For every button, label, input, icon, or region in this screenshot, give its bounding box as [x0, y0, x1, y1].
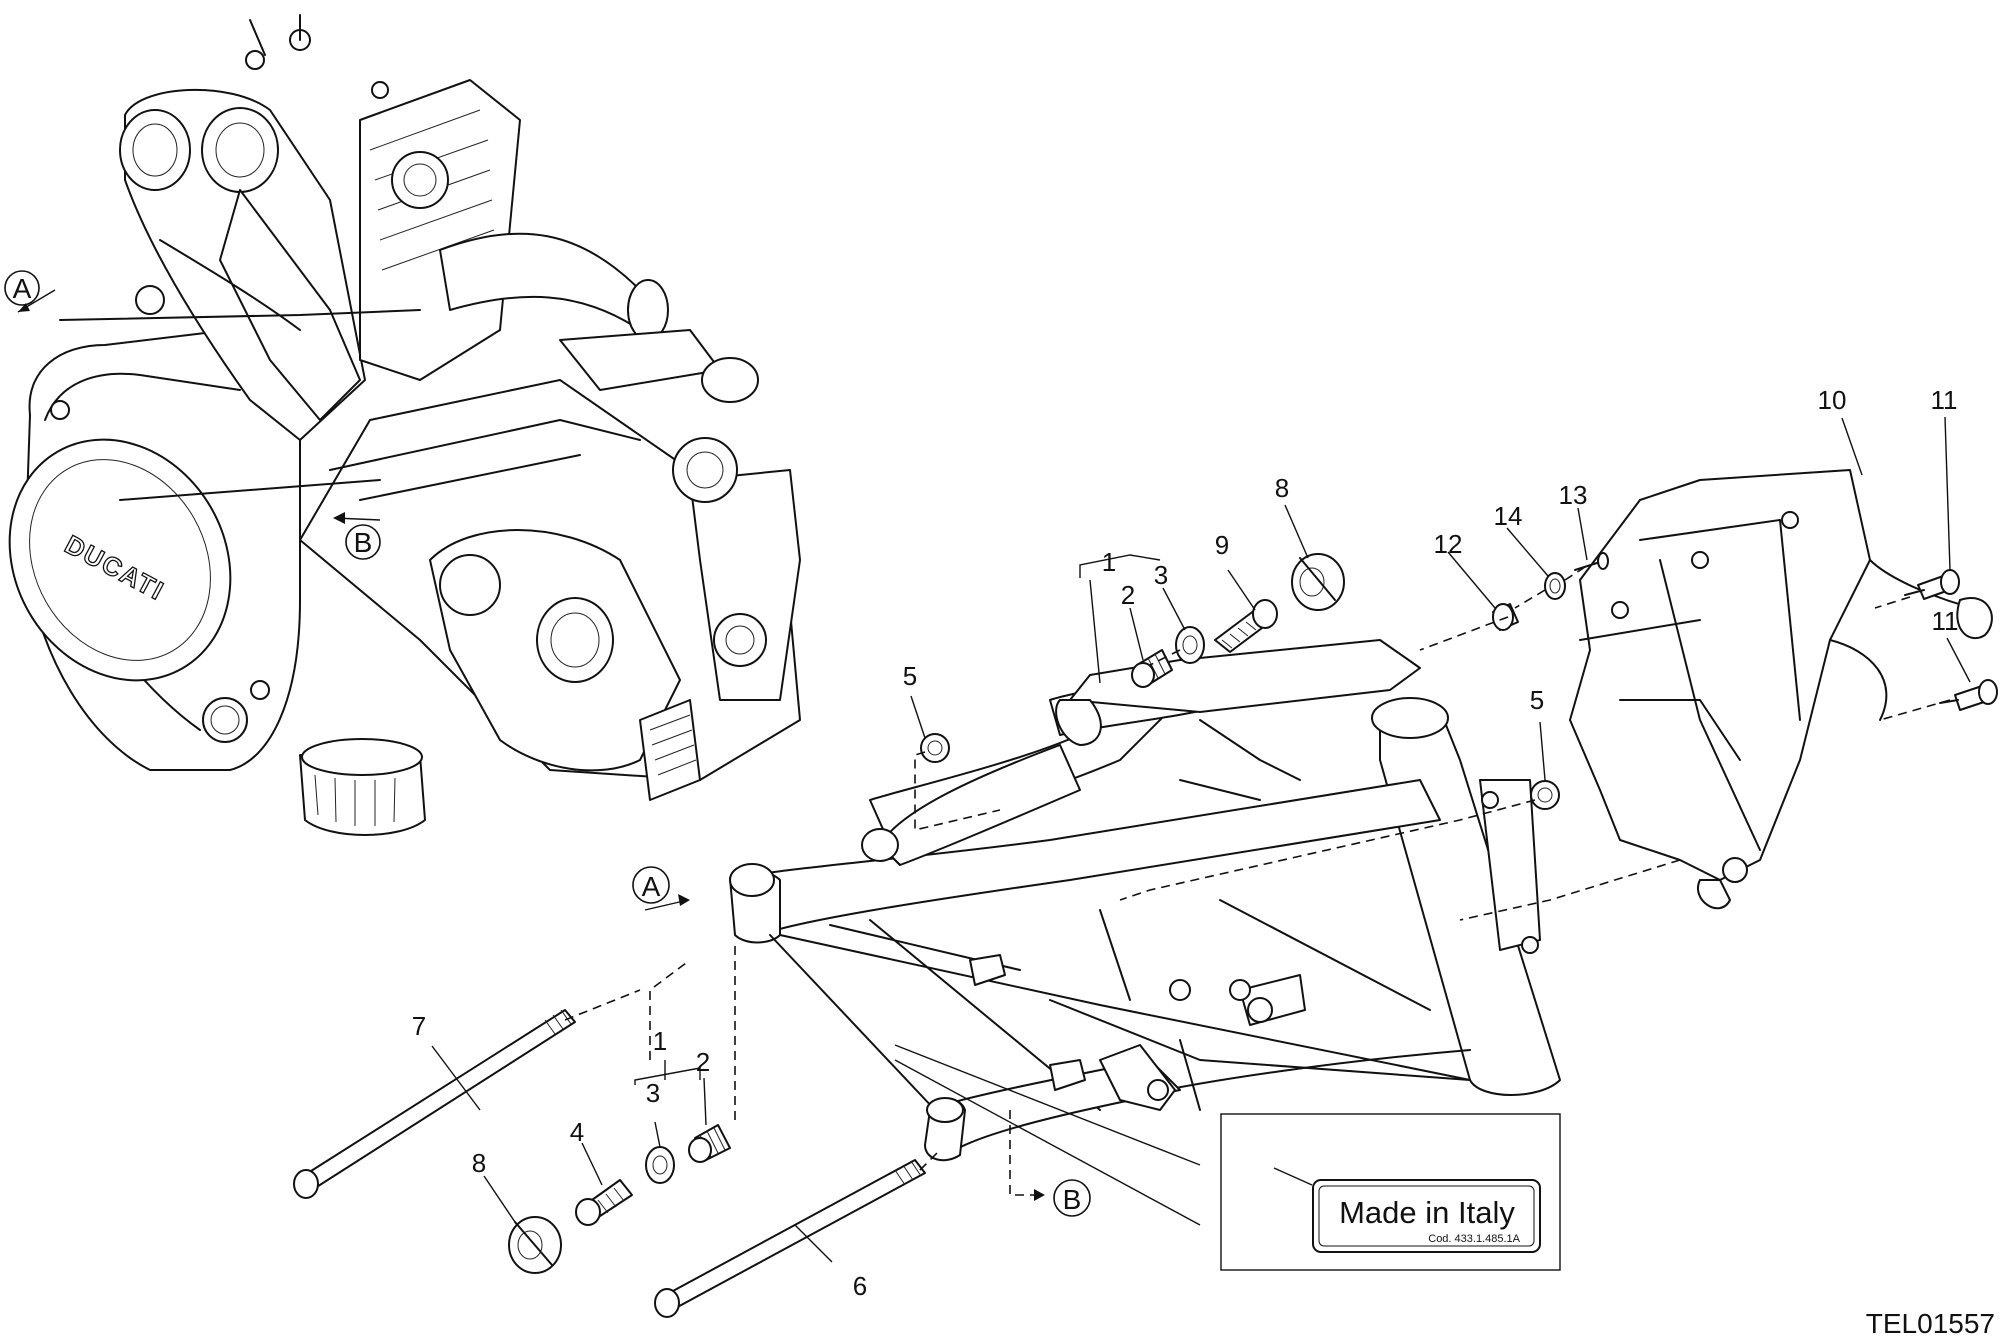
- bolt-7: [293, 1009, 576, 1199]
- callout-7: 7: [412, 1011, 426, 1041]
- washer-14: [1544, 572, 1566, 600]
- cap-8-lower: [508, 1216, 562, 1274]
- washer-3-lower: [645, 1146, 675, 1184]
- callout-9: 9: [1215, 530, 1229, 560]
- reference-marker-b-frame: B: [1034, 1179, 1091, 1217]
- bushing-2-lower: [688, 1124, 731, 1163]
- reference-marker-label: B: [354, 527, 373, 558]
- callout-3: 3: [646, 1078, 660, 1108]
- made-in-italy-label: [1312, 1179, 1541, 1253]
- callout-11: 11: [1931, 385, 1958, 415]
- cap-8-upper: [1291, 553, 1345, 611]
- callout-3: 3: [1154, 560, 1168, 590]
- callout-8: 8: [1275, 473, 1289, 503]
- reference-marker-a-frame: A: [632, 866, 690, 911]
- bolt-6: [654, 1159, 926, 1318]
- trellis-frame: [729, 639, 1561, 1162]
- callout-1: 1: [653, 1026, 667, 1056]
- reference-marker-label: B: [1063, 1184, 1082, 1215]
- callout-14: 14: [1494, 501, 1523, 531]
- callout-8: 8: [472, 1148, 486, 1178]
- callout-2: 2: [1121, 580, 1135, 610]
- bolt-11-top: [1904, 569, 1960, 600]
- assembly-lines: [564, 566, 1951, 1196]
- engine-assembly: DUCATI: [8, 14, 801, 836]
- screw-13: [1574, 552, 1609, 571]
- reference-marker-label: A: [13, 273, 32, 304]
- callout-6: 6: [853, 1271, 867, 1301]
- screw-4: [575, 1179, 633, 1226]
- callout-13: 13: [1559, 480, 1588, 510]
- callouts: 1 2 3 9 8 12 14 13 10 11 11 5 5 7 1 2 3 …: [412, 385, 1959, 1301]
- spacer-12: [1492, 603, 1519, 631]
- callout-leaders: [431, 416, 1971, 1263]
- callout-12: 12: [1434, 529, 1463, 559]
- reference-marker-a-engine: A: [4, 270, 56, 313]
- reference-marker-b-engine: B: [333, 512, 381, 560]
- headlight-bracket: [1569, 469, 1993, 910]
- bolt-11-bottom: [1939, 679, 1998, 711]
- callout-10: 10: [1818, 385, 1847, 415]
- spacer-5-right: [1530, 780, 1560, 810]
- label-detail-box: Made in Italy Cod. 433.1.485.1A: [1220, 1113, 1561, 1271]
- screw-9: [1214, 599, 1278, 653]
- label-code: Cod. 433.1.485.1A: [1428, 1233, 1520, 1245]
- callout-5: 5: [903, 661, 917, 691]
- callout-11: 11: [1932, 606, 1959, 636]
- callout-4: 4: [570, 1117, 584, 1147]
- reference-marker-label: A: [642, 871, 661, 902]
- bushing-2-upper: [1131, 649, 1173, 688]
- drawing-code: TEL01557: [1866, 1308, 1995, 1339]
- callout-2: 2: [696, 1047, 710, 1077]
- callout-5: 5: [1530, 685, 1544, 715]
- callout-1: 1: [1102, 547, 1116, 577]
- washer-3-upper: [1175, 626, 1205, 664]
- label-text: Made in Italy: [1339, 1195, 1515, 1230]
- spacer-5-left: [920, 733, 950, 763]
